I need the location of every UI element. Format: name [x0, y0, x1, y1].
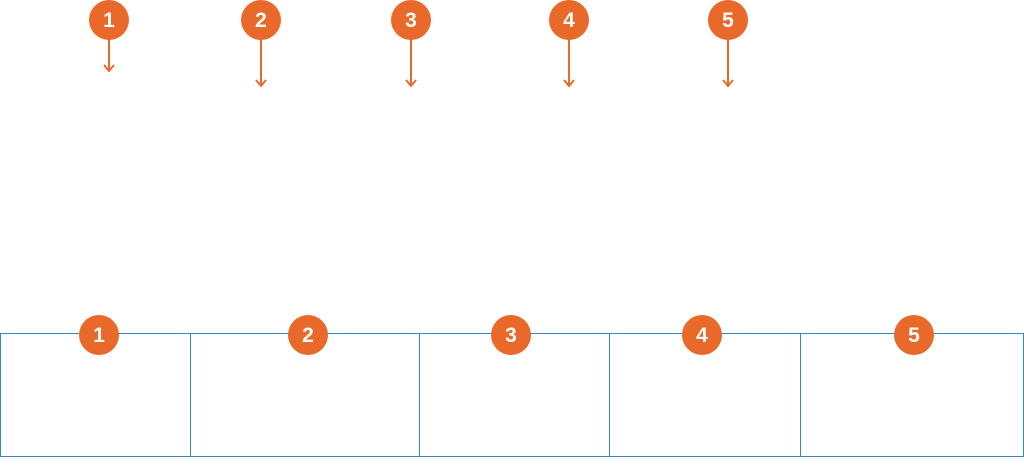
cell-2-badge: 2: [288, 315, 328, 355]
down-arrow-icon: [563, 38, 575, 88]
top-marker-2-badge: 2: [241, 0, 281, 40]
top-marker-5-badge: 5: [708, 0, 748, 40]
top-marker-1-badge: 1: [89, 0, 129, 40]
down-arrow-icon: [255, 38, 267, 88]
cell-5-badge: 5: [894, 315, 934, 355]
down-arrow-icon: [405, 38, 417, 88]
cell-1-badge: 1: [79, 315, 119, 355]
top-marker-4-badge: 4: [549, 0, 589, 40]
top-marker-3-badge: 3: [391, 0, 431, 40]
down-arrow-icon: [722, 38, 734, 88]
cell-4-badge: 4: [682, 315, 722, 355]
cell-3-badge: 3: [491, 315, 531, 355]
down-arrow-icon: [103, 38, 115, 73]
